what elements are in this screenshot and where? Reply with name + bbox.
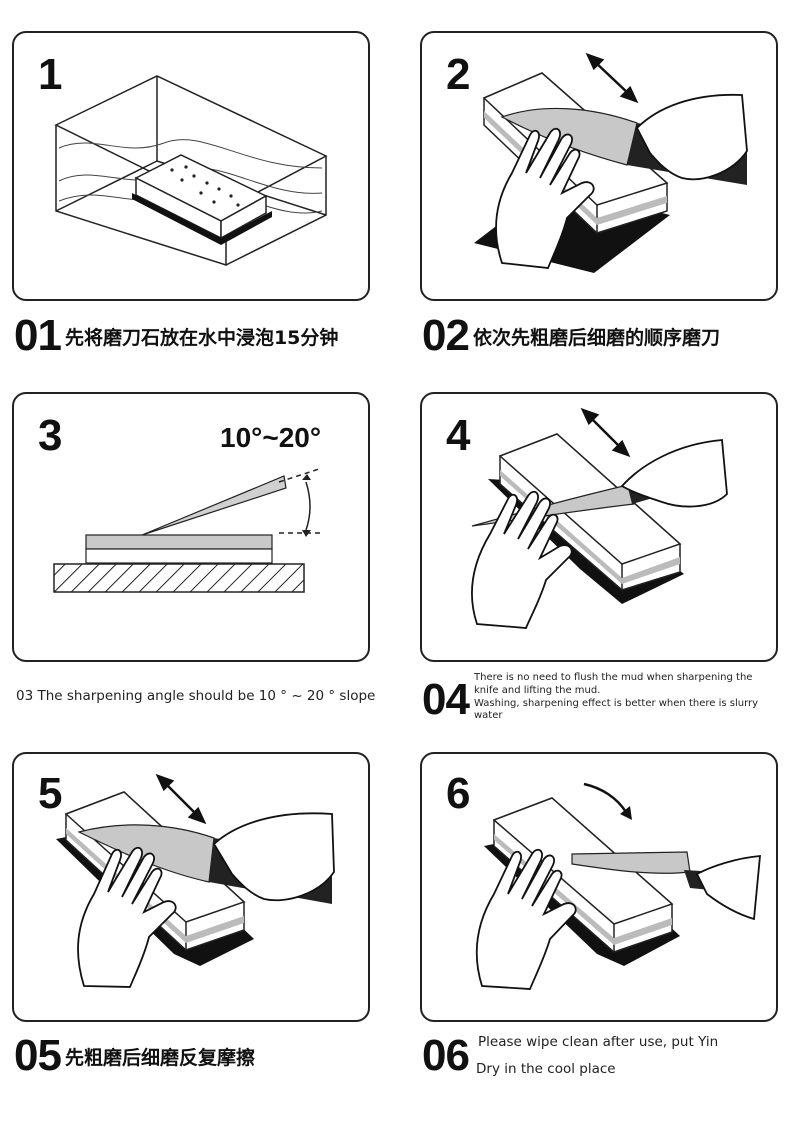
step-4-caption-number: 04 (422, 675, 470, 724)
step-6-caption: 06 (422, 1031, 470, 1080)
step-4-caption-line-2: knife and lifting the mud. (474, 685, 601, 696)
step-5-caption-number: 05 (14, 1031, 62, 1080)
step-2-caption-text: 依次先粗磨后细磨的顺序磨刀 (472, 326, 720, 349)
step-5-caption: 05 先粗磨后细磨反复摩擦 (14, 1034, 255, 1078)
angle-label: 10°~20° (220, 422, 322, 453)
step-6-number: 6 (446, 769, 471, 818)
step-3-number: 3 (38, 411, 63, 460)
step-5-number: 5 (38, 769, 63, 818)
step-4-caption-line-3: Washing, sharpening effect is better whe… (474, 698, 759, 709)
step-2-panel: 2 (420, 31, 778, 301)
step-2-caption-number: 02 (422, 311, 470, 360)
step-4-panel: 4 (420, 392, 778, 662)
step-6-caption-line-1: Please wipe clean after use, put Yin (478, 1034, 719, 1050)
curved-arrow-icon (583, 782, 632, 820)
hand-icon (495, 127, 595, 269)
step-1-caption: 01 先将磨刀石放在水中浸泡15分钟 (14, 314, 338, 358)
double-arrow-icon (580, 407, 631, 458)
step-4-caption: 04 (422, 674, 470, 724)
hand-icon (695, 855, 761, 921)
double-arrow-icon (585, 52, 639, 104)
hand-icon (475, 848, 577, 990)
step-6-caption-number: 06 (422, 1031, 470, 1080)
step-4-caption-line-1: There is no need to flush the mud when s… (474, 672, 753, 683)
hand-icon (471, 490, 573, 629)
step-5-caption-text: 先粗磨后细磨反复摩擦 (64, 1046, 255, 1069)
sharpening-stroke-illustration (474, 52, 748, 273)
step-2-caption: 02 依次先粗磨后细磨的顺序磨刀 (422, 314, 720, 358)
wipe-dry-illustration (475, 782, 761, 990)
water-soak-illustration (54, 75, 328, 267)
step-1-caption-text: 先将磨刀石放在水中浸泡15分钟 (64, 326, 339, 349)
step-1-caption-number: 01 (14, 311, 62, 360)
hand-icon (620, 439, 728, 508)
step-1-panel: 1 (12, 31, 370, 301)
coarse-fine-illustration (56, 773, 335, 988)
step-4-number: 4 (446, 411, 471, 460)
step-2-number: 2 (446, 50, 471, 99)
step-6-panel: 6 (420, 752, 778, 1022)
mud-sharpening-illustration (471, 407, 728, 629)
hand-icon (212, 812, 335, 902)
double-arrow-icon (155, 773, 207, 825)
step-5-panel: 5 (12, 752, 370, 1022)
step-3-panel: 3 10°~20° (12, 392, 370, 662)
hand-icon (635, 93, 748, 181)
whetstone-icon (132, 154, 272, 245)
hand-icon (77, 846, 177, 988)
step-4-caption-line-4: water (474, 710, 503, 721)
step-6-caption-line-2: Dry in the cool place (476, 1061, 616, 1077)
step-1-number: 1 (38, 50, 63, 99)
step-3-caption: 03 The sharpening angle should be 10 ° ~… (16, 688, 376, 704)
angle-diagram (53, 468, 324, 593)
